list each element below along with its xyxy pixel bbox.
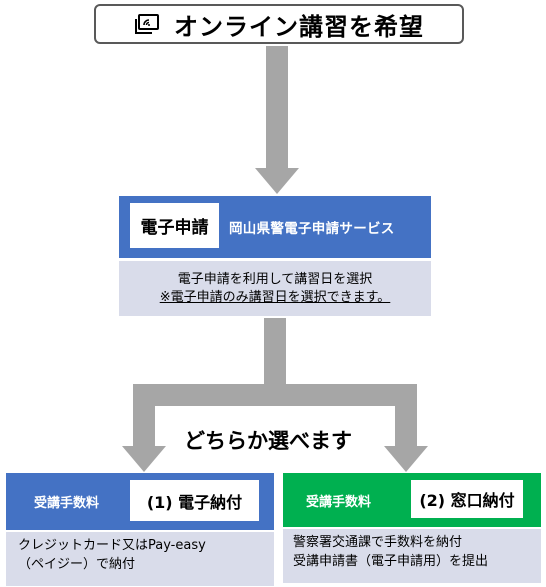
page-title: オンライン講習を希望	[174, 12, 424, 41]
option-right-description: 警察署交通課で手数料を納付 受講申請書（電子申請用）を提出	[283, 529, 541, 583]
option-left-desc-line1: クレジットカード又はPay-easy	[18, 538, 206, 553]
branch-stem	[264, 318, 286, 404]
branch-right-stem	[395, 384, 417, 448]
option-left-fee-label: 受講手数料	[34, 496, 100, 511]
ea-desc-line1: 電子申請を利用して講習日を選択	[177, 271, 373, 287]
arrow-head-1	[255, 168, 299, 194]
branch-left-stem	[133, 384, 155, 448]
title-box: オンライン講習を希望	[94, 4, 464, 44]
arrow-down-1	[266, 46, 288, 170]
electronic-application-description: 電子申請を利用して講習日を選択 ※電子申請のみ講習日を選択できます。	[119, 261, 431, 316]
branch-bar	[133, 384, 417, 406]
option-left-description: クレジットカード又はPay-easy （ペイジー）で納付	[6, 532, 274, 586]
ea-desc-note: ※電子申請のみ講習日を選択できます。	[159, 289, 391, 305]
option-right-method: (2) 窓口納付	[411, 480, 523, 518]
electronic-application-label: 電子申請	[130, 203, 219, 248]
choice-text: どちらか選べます	[180, 423, 356, 457]
option-right-desc-line1: 警察署交通課で手数料を納付	[293, 535, 463, 550]
branch-left-head	[122, 446, 166, 472]
service-name: 岡山県警電子申請サービス	[229, 221, 395, 237]
online-monitor-icon	[135, 14, 159, 34]
option-left-method: (1) 電子納付	[130, 480, 259, 521]
option-right-desc-line2: 受講申請書（電子申請用）を提出	[293, 554, 489, 569]
option-right-fee-label: 受講手数料	[306, 494, 372, 510]
option-left-desc-line2: （ペイジー）で納付	[18, 557, 136, 572]
branch-right-head	[384, 446, 428, 472]
